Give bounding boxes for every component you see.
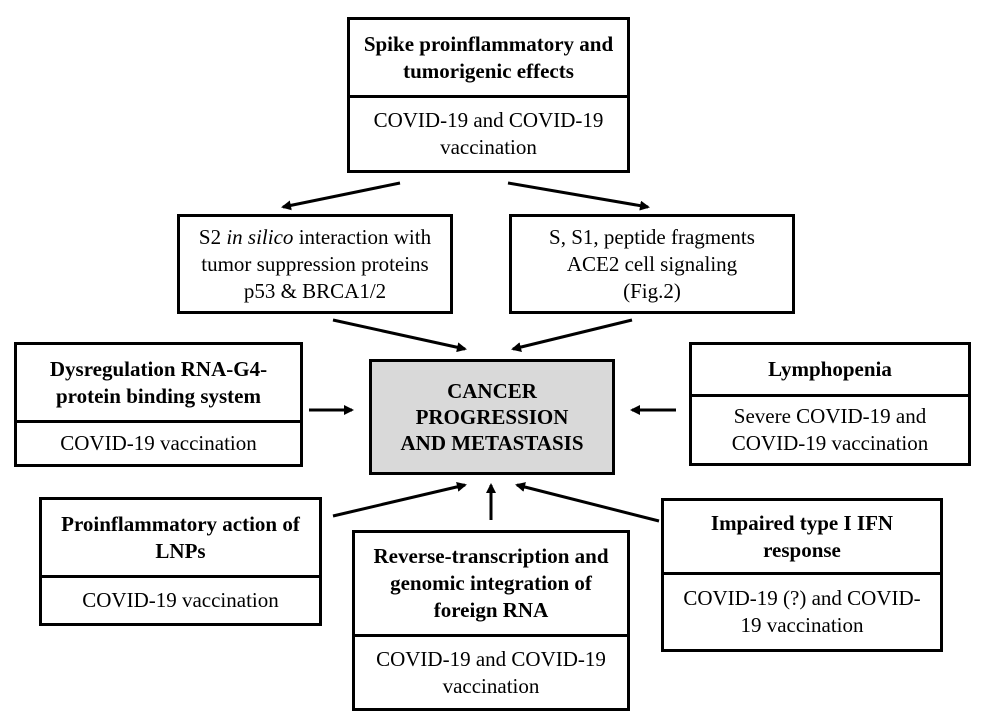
edge-spike-to-s2 [281, 181, 401, 211]
node-s2-suffix: interaction with tumor suppression prote… [201, 224, 432, 303]
node-spike-context: COVID-19 and COVID-19 vaccination [373, 108, 604, 159]
node-s1-text: S, S1, peptide fragments ACE2 cell signa… [549, 224, 755, 303]
node-lymphopenia: Lymphopenia Severe COVID-19 and COVID-19… [689, 342, 971, 466]
node-lnps-context: COVID-19 vaccination [82, 588, 279, 612]
node-s2-italic: in silico [226, 224, 294, 249]
node-rna-g4: Dysregulation RNA-G4-protein binding sys… [14, 342, 303, 467]
node-ifn-context: COVID-19 (?) and COVID-19 vaccination [683, 586, 921, 637]
node-s1: S, S1, peptide fragments ACE2 cell signa… [509, 214, 795, 314]
node-reverse-title: Reverse-transcription and genomic integr… [355, 533, 627, 637]
edge-s2-to-center [332, 318, 467, 353]
node-s2: S2 in silico interaction with tumor supp… [177, 214, 453, 314]
node-ifn: Impaired type I IFN response COVID-19 (?… [661, 498, 943, 652]
node-rna-g4-context: COVID-19 vaccination [60, 431, 257, 455]
node-reverse-context: COVID-19 and COVID-19 vaccination [376, 646, 606, 698]
node-ifn-title: Impaired type I IFN response [664, 501, 940, 575]
edge-spike-to-s1 [507, 181, 650, 211]
node-s2-prefix: S2 [198, 224, 227, 249]
edge-lnps-to-center [332, 481, 467, 518]
edge-s1-to-center [511, 318, 633, 352]
node-rna-g4-title: Dysregulation RNA-G4-protein binding sys… [17, 345, 300, 423]
node-reverse: Reverse-transcription and genomic integr… [352, 530, 630, 711]
node-lnps-title: Proinflammatory action of LNPs [42, 500, 319, 578]
node-spike: Spike proinflammatory and tumorigenic ef… [347, 17, 630, 173]
node-lnps: Proinflammatory action of LNPs COVID-19 … [39, 497, 322, 626]
edge-ifn-to-center [515, 482, 660, 523]
node-center-title: CANCER PROGRESSION AND METASTASIS [400, 379, 584, 455]
node-lymphopenia-context: Severe COVID-19 and COVID-19 vaccination [731, 404, 929, 455]
node-spike-title: Spike proinflammatory and tumorigenic ef… [350, 20, 627, 98]
node-center: CANCER PROGRESSION AND METASTASIS [369, 359, 615, 475]
node-lymphopenia-title: Lymphopenia [692, 345, 968, 397]
node-s2-text: S2 in silico interaction with tumor supp… [180, 217, 450, 311]
